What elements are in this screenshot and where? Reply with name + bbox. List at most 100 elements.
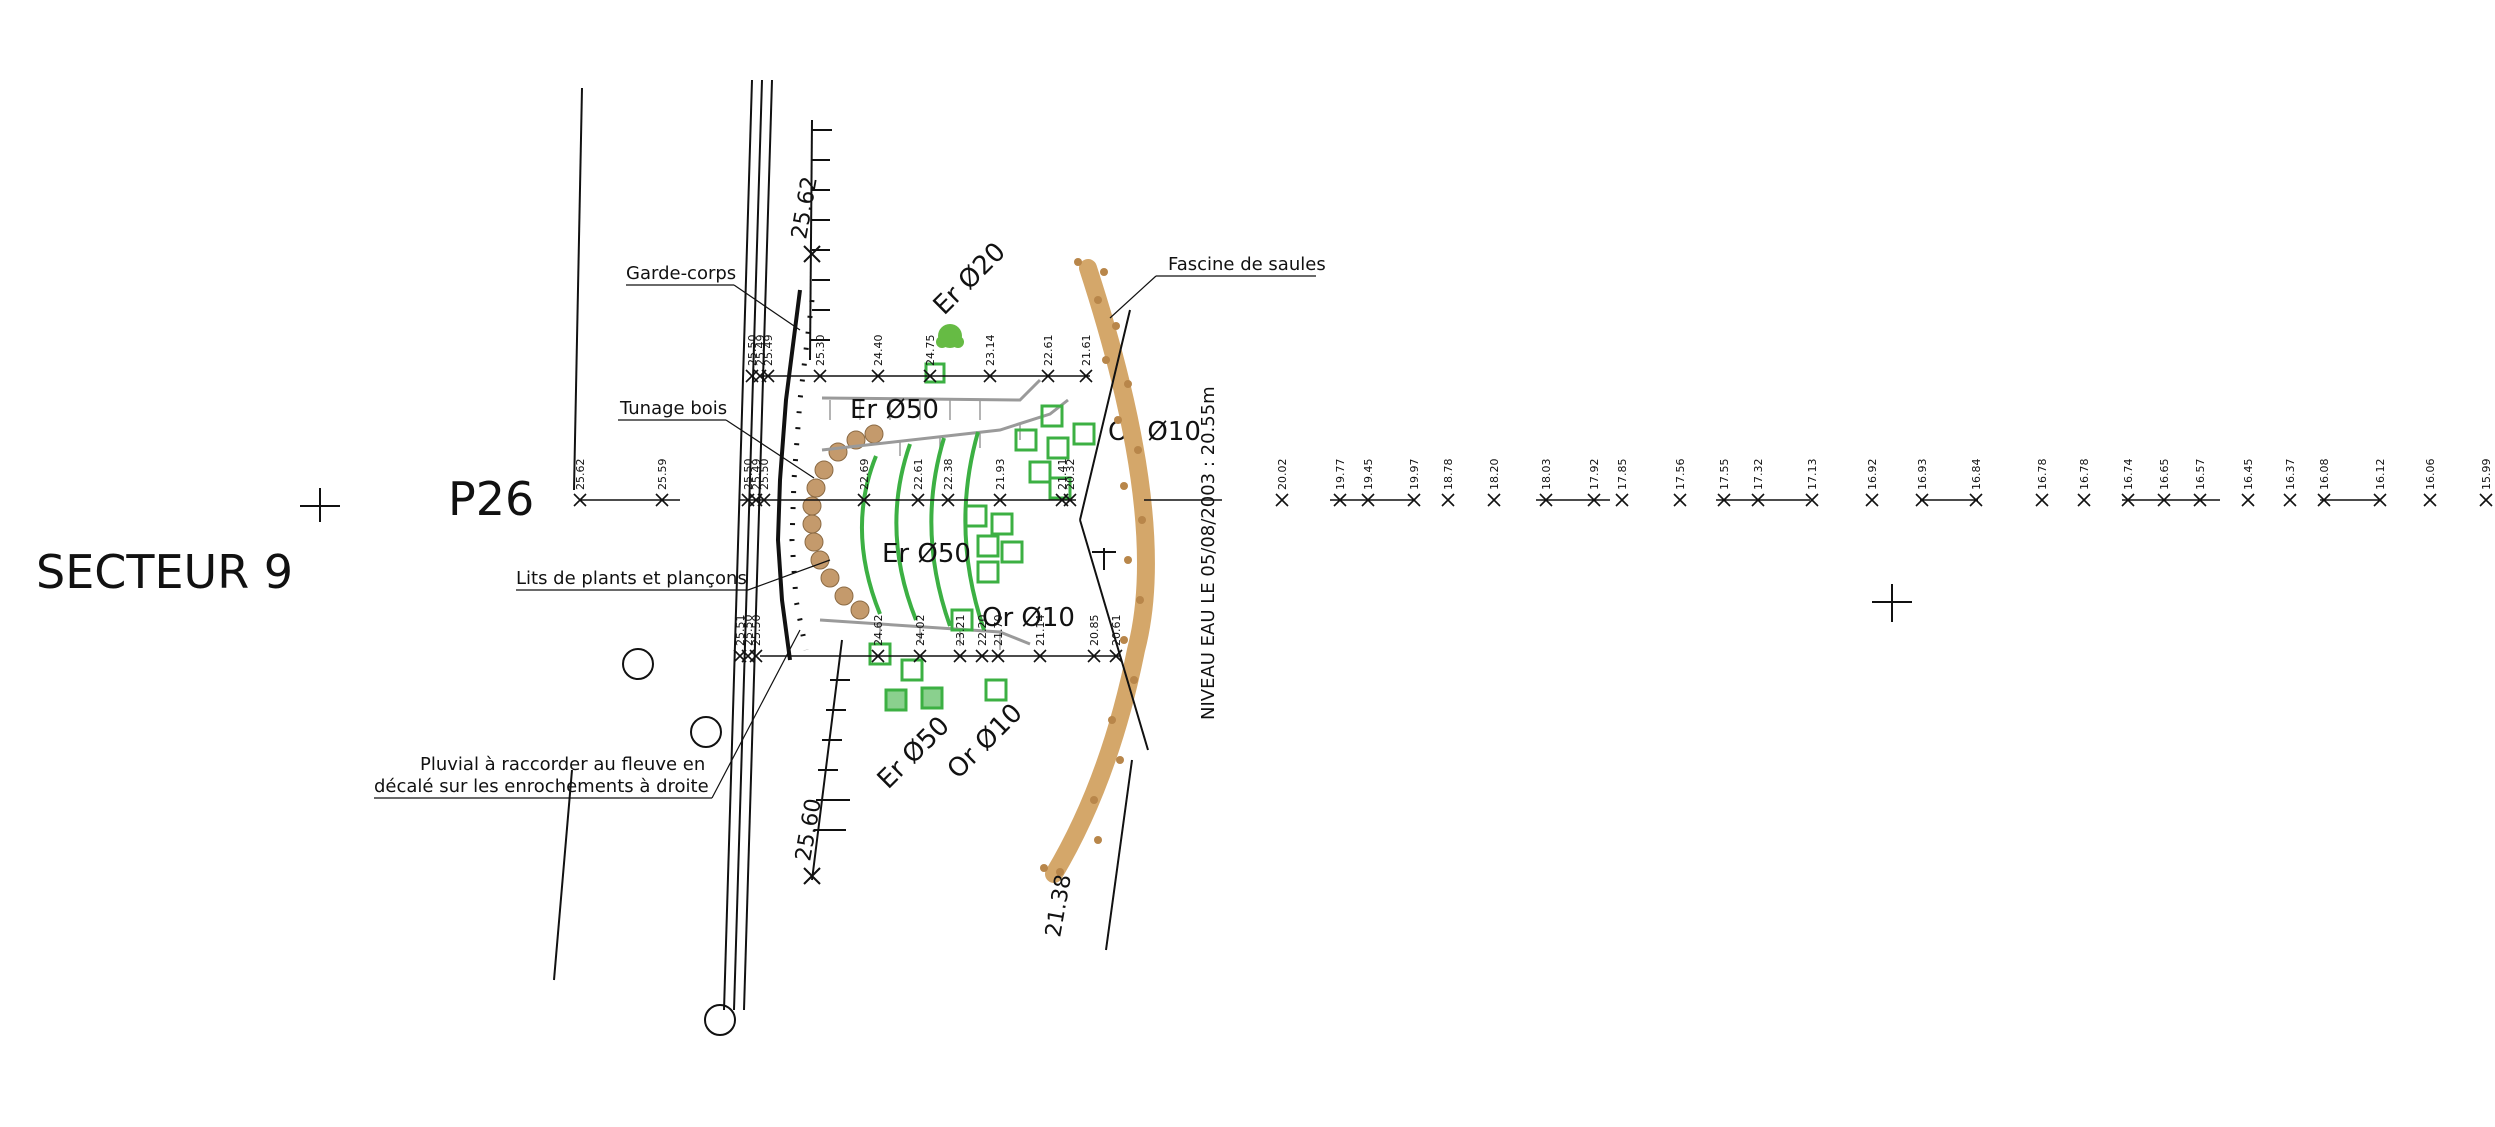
level-value: 17.55 <box>1718 459 1731 491</box>
level-cross <box>1441 493 1455 507</box>
level-value: 18.78 <box>1442 459 1455 491</box>
level-value: 16.84 <box>1970 459 1983 491</box>
reference-cross-right <box>1872 584 1912 622</box>
level-value: 19.77 <box>1334 459 1347 491</box>
level-cross <box>1751 493 1765 507</box>
level-value: 16.57 <box>2194 459 2207 491</box>
level-value: 20.02 <box>1276 459 1289 491</box>
level-cross <box>1407 493 1421 507</box>
fascine-stakes <box>1040 258 1146 876</box>
level-cross <box>813 369 827 383</box>
lits-leader <box>747 559 831 591</box>
level-value: 22.61 <box>1042 335 1055 367</box>
level-cross <box>2121 493 2135 507</box>
willow-fascine <box>1045 259 1155 883</box>
level-value: 21.61 <box>1080 335 1093 367</box>
tree-er20 <box>936 324 964 348</box>
level-value: 15.99 <box>2480 459 2493 491</box>
level-value: 25.49 <box>754 335 767 367</box>
level-cross <box>1587 493 1601 507</box>
filled-shrub-markers <box>884 686 944 712</box>
level-value: 25.50 <box>746 335 759 367</box>
level-cross <box>993 493 1007 507</box>
level-value: 25.49 <box>750 459 763 491</box>
level-value: 16.78 <box>2078 459 2091 491</box>
level-cross <box>1717 493 1731 507</box>
level-cross <box>1865 493 1879 507</box>
level-value: 24.62 <box>872 615 885 647</box>
manhole <box>622 648 654 680</box>
label-tunage-bois: Tunage bois <box>619 398 727 419</box>
level-value: 23.14 <box>984 335 997 367</box>
level-cross <box>871 649 885 663</box>
level-value: 16.78 <box>2036 459 2049 491</box>
level-cross <box>2283 493 2297 507</box>
plant-er50-top: Er Ø50 <box>850 395 939 425</box>
level-value: 25.50 <box>742 615 755 647</box>
level-value: 23.21 <box>954 615 967 647</box>
level-value: 16.08 <box>2318 459 2331 491</box>
level-value: 20.61 <box>1110 615 1123 647</box>
level-cross <box>991 649 1005 663</box>
level-cross <box>1361 493 1375 507</box>
level-value: 25.50 <box>758 459 771 491</box>
level-cross <box>1041 369 1055 383</box>
level-cross <box>1969 493 1983 507</box>
level-cross <box>1333 493 1347 507</box>
level-value: 22.38 <box>942 459 955 491</box>
level-cross <box>941 493 955 507</box>
label-niveau-eau: NIVEAU EAU LE 05/08/2003 : 20.55m <box>1198 386 1219 720</box>
level-value: 25.30 <box>814 335 827 367</box>
level-cross <box>1275 493 1289 507</box>
level-cross <box>1673 493 1687 507</box>
level-cross <box>1063 493 1077 507</box>
profile-label: P26 <box>448 472 534 526</box>
shrub-markers <box>868 362 1096 702</box>
river-edge-lines <box>1079 309 1149 951</box>
level-cross <box>1079 369 1093 383</box>
level-cross <box>2423 493 2437 507</box>
level-value: 17.92 <box>1588 459 1601 491</box>
level-value: 24.75 <box>924 335 937 367</box>
bottom-level-ruler <box>803 639 850 885</box>
level-cross <box>2317 493 2331 507</box>
plant-er50-bottom: Er Ø50 <box>872 711 956 795</box>
level-value: 17.85 <box>1616 459 1629 491</box>
level-value: 22.61 <box>912 459 925 491</box>
level-fascine-bottom: 21.38 <box>1041 873 1077 939</box>
level-cross <box>2479 493 2493 507</box>
level-cross <box>761 369 775 383</box>
label-fascine: Fascine de saules <box>1168 254 1326 275</box>
label-lits-plants: Lits de plants et plançons <box>516 568 747 589</box>
level-cross <box>2157 493 2171 507</box>
manhole <box>704 1004 736 1036</box>
level-value: 17.32 <box>1752 459 1765 491</box>
level-cross <box>2241 493 2255 507</box>
level-cross <box>1539 493 1553 507</box>
level-value: 25.62 <box>574 459 587 491</box>
level-value: 21.93 <box>994 459 1007 491</box>
level-value: 16.74 <box>2122 459 2135 491</box>
level-cross <box>1615 493 1629 507</box>
level-value: 16.12 <box>2374 459 2387 491</box>
plant-er20: Er Ø20 <box>928 237 1012 321</box>
level-value: 19.45 <box>1362 459 1375 491</box>
level-value: 16.06 <box>2424 459 2437 491</box>
level-value: 18.03 <box>1540 459 1553 491</box>
planting-bed-lines <box>859 431 986 631</box>
tunage-leader <box>725 419 815 479</box>
level-value: 25.50 <box>742 459 755 491</box>
level-cross <box>1487 493 1501 507</box>
level-cross <box>857 493 871 507</box>
level-bottom-axis: 25.60 <box>791 797 827 863</box>
level-cross <box>871 369 885 383</box>
sector-title: SECTEUR 9 <box>36 545 293 599</box>
garde-corps-leader <box>733 284 801 331</box>
top-level-ruler <box>803 119 832 361</box>
level-cross <box>913 649 927 663</box>
level-cross <box>655 493 669 507</box>
level-value: 21.14 <box>1034 615 1047 647</box>
